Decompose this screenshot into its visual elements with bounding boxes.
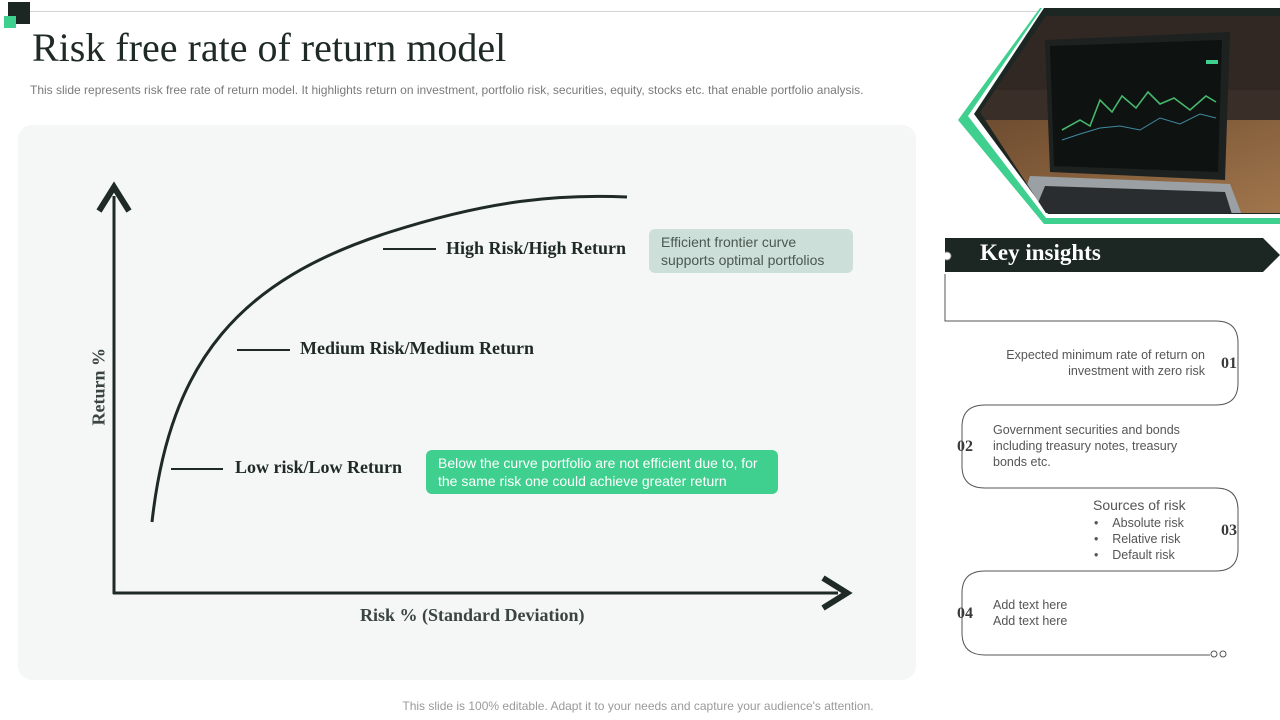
key-insights-banner: [945, 238, 1280, 272]
insight-1-number: 01: [1221, 355, 1237, 372]
insights-connector: [944, 274, 1239, 658]
corner-accent-green: [4, 16, 16, 28]
below-curve-callout: Below the curve portfolio are not effici…: [426, 450, 778, 494]
top-divider: [30, 11, 1040, 12]
footer-note: This slide is 100% editable. Adapt it to…: [402, 699, 874, 713]
insight-3-bullet-list: • Absolute risk • Relative risk • Defaul…: [1094, 515, 1184, 563]
bullet-icon: •: [1094, 516, 1113, 530]
y-axis-title: Return %: [88, 348, 109, 426]
risk-return-diagram: [96, 181, 853, 611]
page-subtitle: This slide represents risk free rate of …: [30, 83, 864, 97]
insight-1-text: Expected minimum rate of return on inves…: [1006, 348, 1205, 378]
medium-risk-label: Medium Risk/Medium Return: [300, 338, 534, 358]
key-insights-title: Key insights: [980, 240, 1101, 265]
bullet-icon: •: [1094, 532, 1113, 546]
list-item: • Default risk: [1094, 548, 1175, 562]
insight-3-number: 03: [1221, 522, 1237, 539]
insight-4-text: Add text here Add text here: [993, 598, 1068, 628]
bullet-icon: •: [1094, 548, 1113, 562]
insight-3-title: Sources of risk: [1093, 497, 1186, 513]
list-item: • Absolute risk: [1094, 516, 1184, 530]
efficient-frontier-curve: [150, 194, 628, 523]
diagram-panel: [18, 125, 916, 680]
laptop-stock-chart-photo: [958, 8, 1280, 224]
frontier-callout: Efficient frontier curve supports optima…: [649, 229, 853, 273]
x-axis-title: Risk % (Standard Deviation): [360, 605, 585, 625]
insight-2-text: Government securities and bonds includin…: [993, 423, 1180, 469]
low-risk-label: Low risk/Low Return: [235, 457, 403, 477]
insight-2-number: 02: [957, 438, 973, 455]
insight-4-number: 04: [957, 605, 973, 622]
high-risk-label: High Risk/High Return: [446, 238, 627, 258]
list-item: • Relative risk: [1094, 532, 1181, 546]
page-title: Risk free rate of return model: [32, 25, 507, 70]
